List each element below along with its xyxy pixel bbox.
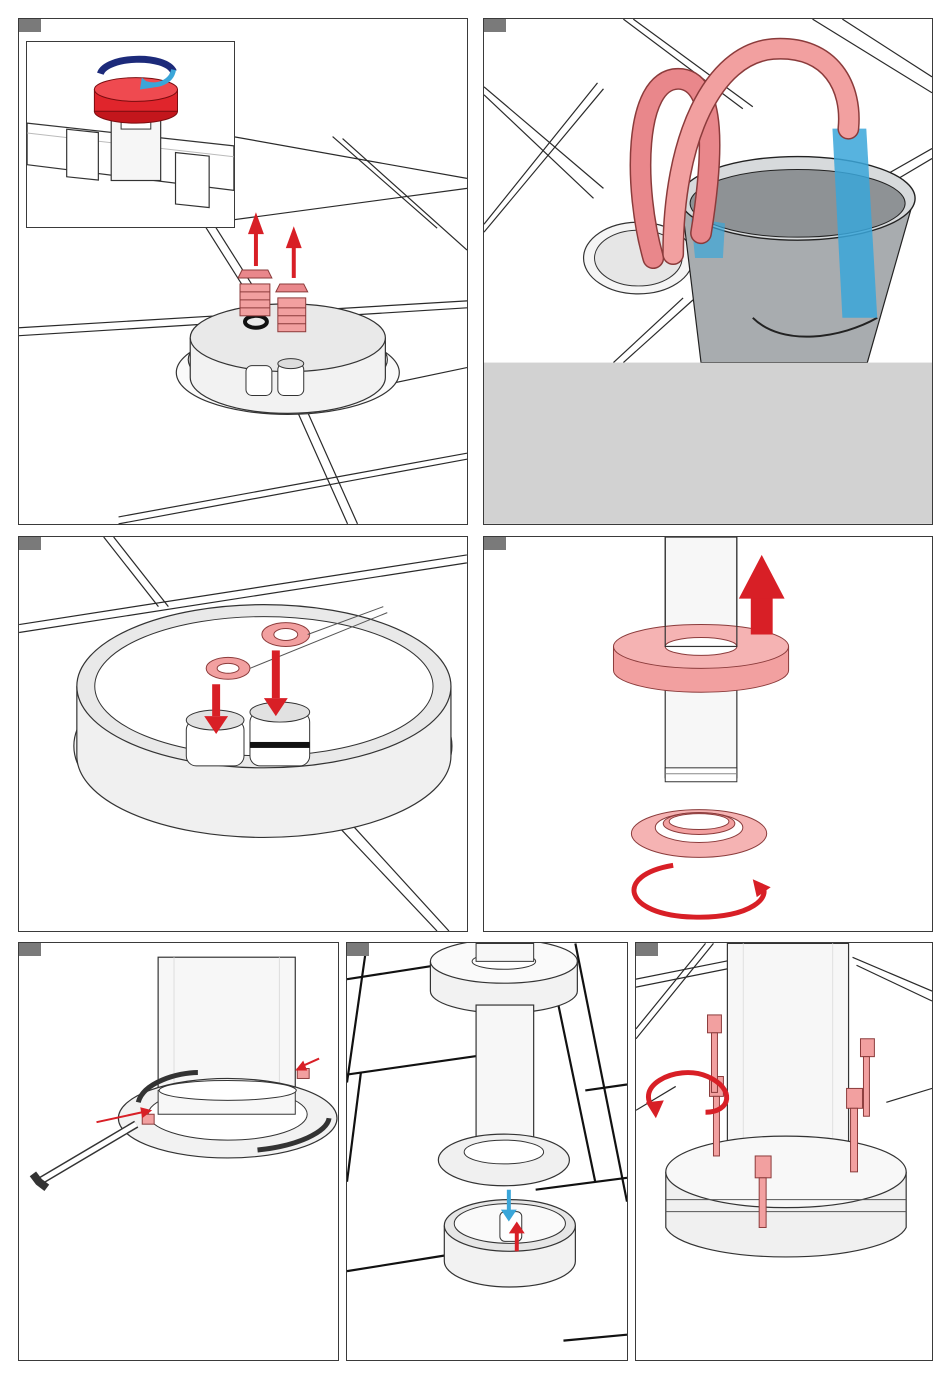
cover-ring [613,625,788,693]
plug-left [238,270,272,316]
info-area [484,363,932,524]
step-number-tab [19,537,41,550]
step-2-panel [483,18,933,525]
step-3-panel [18,536,468,932]
fasten-bolts-illustration [636,943,932,1360]
shutoff-valve-inset [26,41,235,228]
rotate-arrow-icon [100,59,173,73]
strainer-washers-illustration [19,537,467,931]
step-number-tab [484,19,506,32]
step-5-panel [18,942,339,1361]
step-number-tab [19,19,41,32]
step-6-panel [346,942,628,1361]
shutoff-valve-illustration [27,42,234,227]
grub-screws-illustration [19,943,338,1360]
flange-plate [631,810,766,858]
drain-into-bucket-illustration [484,19,932,524]
step-1-panel [18,18,468,525]
step-4-panel [483,536,933,932]
step-7-panel [635,942,933,1361]
step-number-tab [19,943,41,956]
step-number-tab [347,943,369,956]
mount-column-illustration [347,943,627,1360]
step-number-tab [636,943,658,956]
plug-right [276,284,308,332]
step-number-tab [484,537,506,550]
up-arrow-icon [248,212,302,278]
rotate-arrow-icon [634,865,764,917]
cover-ring-flange-illustration [484,537,932,931]
up-arrow-icon [739,555,785,635]
